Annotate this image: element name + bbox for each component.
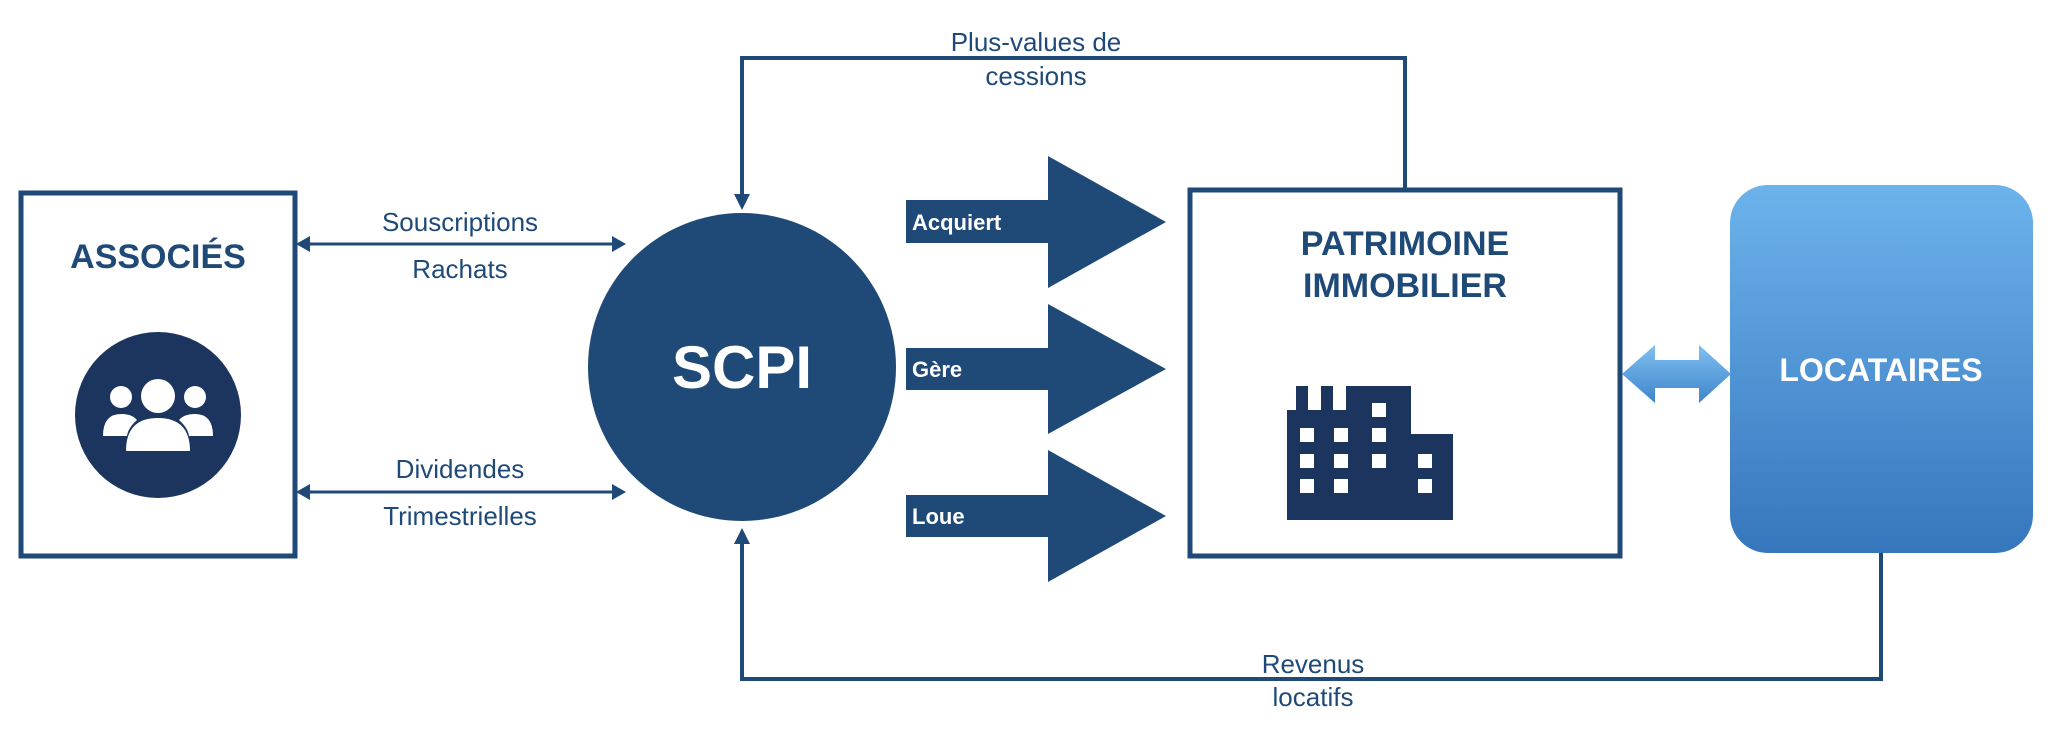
trimestrielles-label: Trimestrielles [383, 501, 537, 531]
users-icon [75, 332, 241, 498]
locataires-title: LOCATAIRES [1779, 352, 1982, 388]
plus-values-label-line1: Plus-values de [951, 27, 1122, 57]
revenus-locatifs-arrow [734, 528, 1883, 681]
revenus-label-line1: Revenus [1262, 649, 1365, 679]
gere-label: Gère [912, 357, 962, 382]
dividendes-arrow [296, 484, 626, 500]
locataires-box: LOCATAIRES [1730, 185, 2033, 553]
plus-values-arrow [734, 56, 1407, 210]
gere-arrow: Gère [906, 304, 1166, 434]
patrimoine-title-line2: IMMOBILIER [1303, 267, 1507, 305]
dividendes-label: Dividendes [396, 454, 525, 484]
rachats-label: Rachats [412, 254, 507, 284]
loue-label: Loue [912, 504, 965, 529]
acquiert-arrow: Acquiert [906, 156, 1166, 288]
patrimoine-box: PATRIMOINE IMMOBILIER [1187, 187, 1623, 559]
double-arrow [1622, 345, 1731, 403]
associes-box: ASSOCIÉS [18, 190, 298, 559]
associes-title: ASSOCIÉS [70, 238, 246, 276]
loue-arrow: Loue [906, 450, 1166, 582]
building-icon [1287, 386, 1453, 520]
scpi-node: SCPI [588, 213, 896, 521]
scpi-title: SCPI [672, 334, 812, 401]
souscriptions-arrow [296, 236, 626, 252]
patrimoine-title-line1: PATRIMOINE [1301, 225, 1509, 263]
acquiert-label: Acquiert [912, 210, 1002, 235]
souscriptions-label: Souscriptions [382, 207, 538, 237]
plus-values-label-line2: cessions [985, 61, 1086, 91]
revenus-label-line2: locatifs [1273, 682, 1354, 712]
